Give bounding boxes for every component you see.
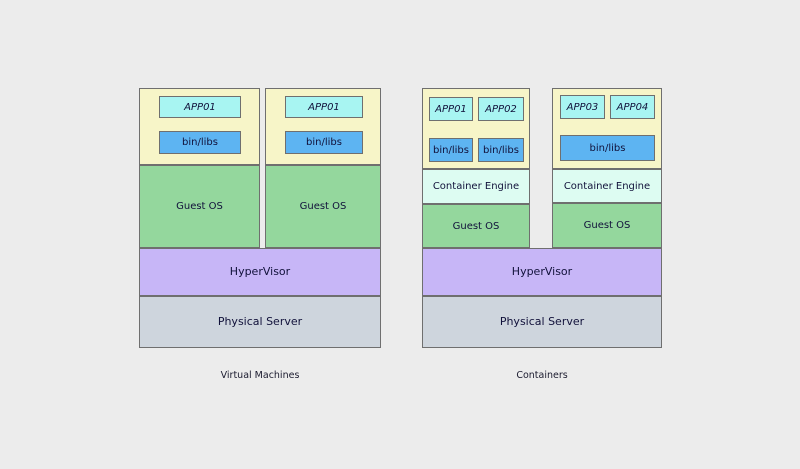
- right-physical-server-layer: Physical Server: [422, 296, 662, 348]
- vm-2-guest-os: Guest OS: [265, 165, 381, 248]
- container-host-1-engine: Container Engine: [422, 169, 530, 204]
- container-host-2-engine: Container Engine: [552, 169, 662, 203]
- right-hypervisor-layer: HyperVisor: [422, 248, 662, 296]
- container-host-2-binlibs-shared[interactable]: bin/libs: [560, 135, 655, 161]
- container-host-2-guest-os: Guest OS: [552, 203, 662, 248]
- container-host-1-guest-os: Guest OS: [422, 204, 530, 248]
- container-host-1-binlibs-2[interactable]: bin/libs: [478, 138, 524, 162]
- vm-1-guest-os: Guest OS: [139, 165, 260, 248]
- vm-1-app-box[interactable]: APP01: [159, 96, 241, 118]
- right-panel-caption: Containers: [516, 370, 568, 381]
- container-host-1-binlibs-1[interactable]: bin/libs: [429, 138, 473, 162]
- vm-2-app-box[interactable]: APP01: [285, 96, 363, 118]
- left-hypervisor-layer: HyperVisor: [139, 248, 381, 296]
- vm-2-binlibs-box[interactable]: bin/libs: [285, 131, 363, 154]
- container-host-2-app-2[interactable]: APP04: [610, 95, 655, 119]
- container-host-2-app-1[interactable]: APP03: [560, 95, 605, 119]
- container-host-1-app-1[interactable]: APP01: [429, 97, 473, 121]
- left-panel-caption: Virtual Machines: [220, 370, 300, 381]
- container-host-1-app-2[interactable]: APP02: [478, 97, 524, 121]
- vm-1-binlibs-box[interactable]: bin/libs: [159, 131, 241, 154]
- left-physical-server-layer: Physical Server: [139, 296, 381, 348]
